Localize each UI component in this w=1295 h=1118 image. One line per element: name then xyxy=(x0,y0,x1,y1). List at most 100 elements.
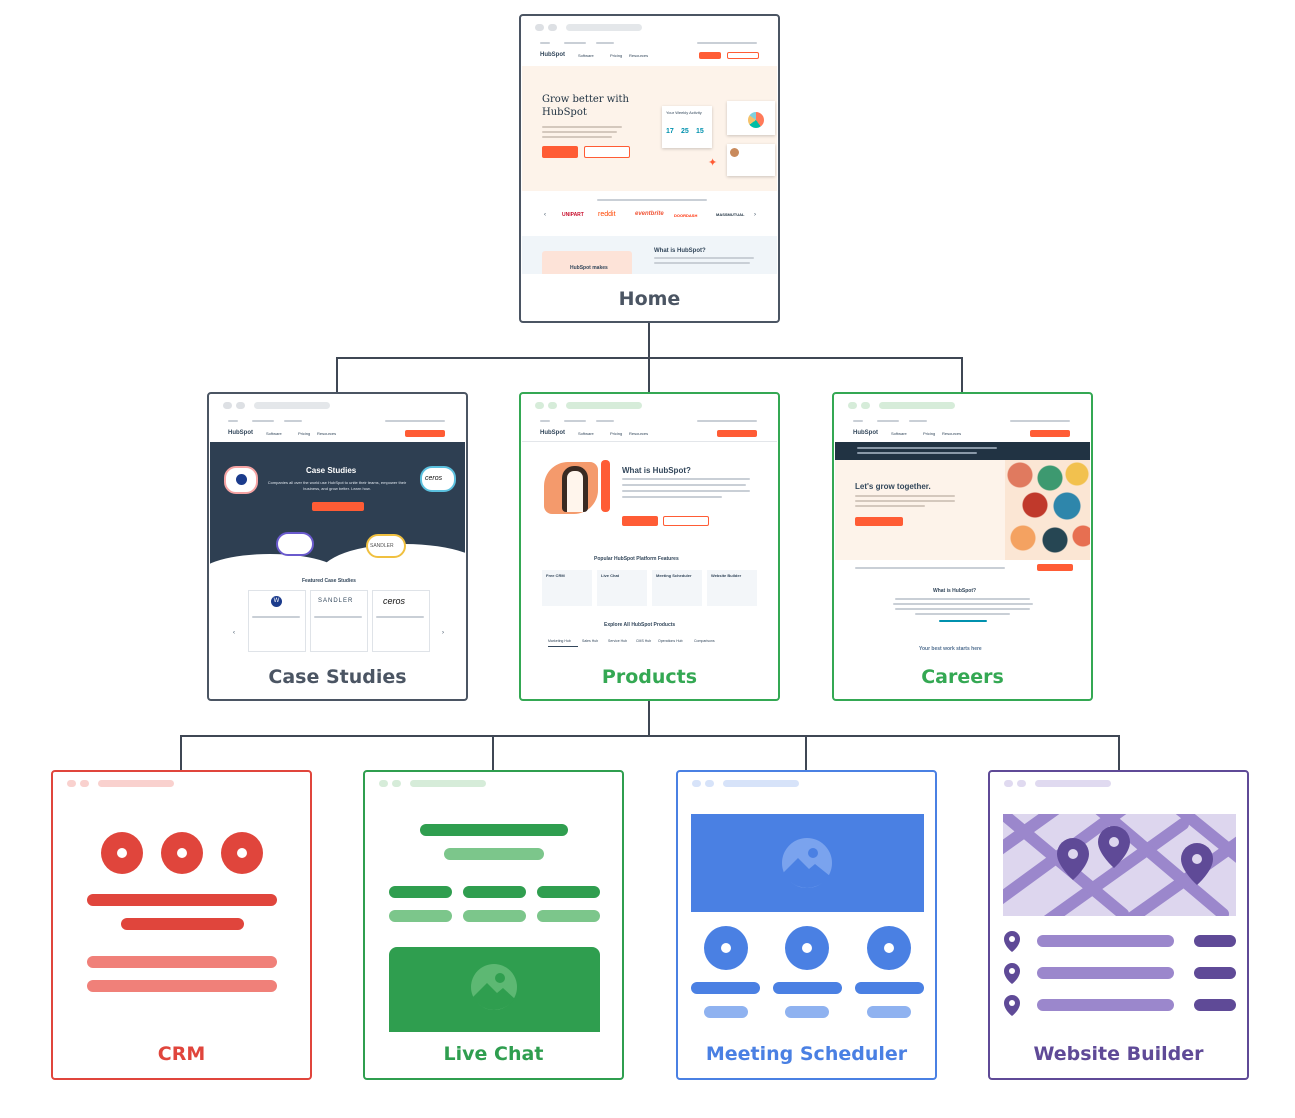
image-icon xyxy=(471,964,517,1010)
browser-chrome xyxy=(834,394,1091,416)
products-page-node[interactable]: HubSpot Software Pricing Resources What … xyxy=(519,392,780,701)
browser-chrome xyxy=(521,16,778,38)
live-chat-label: Live Chat xyxy=(443,1043,544,1065)
text-bar xyxy=(87,980,277,992)
connector-level3-horizontal xyxy=(180,735,1120,737)
person-image xyxy=(562,466,588,512)
chevron-left-icon: ‹ xyxy=(544,212,546,218)
connector-website-builder xyxy=(1118,735,1120,771)
meeting-scheduler-label: Meeting Scheduler xyxy=(705,1043,908,1065)
browser-chrome xyxy=(209,394,466,416)
text-bar xyxy=(463,886,526,898)
text-bar xyxy=(691,982,760,994)
home-logo: HubSpot xyxy=(540,52,565,58)
browser-chrome xyxy=(990,772,1247,794)
text-bar xyxy=(855,982,924,994)
title-bar xyxy=(87,894,277,906)
subtitle-bar xyxy=(444,848,544,860)
text-bar xyxy=(1037,935,1174,947)
text-bar xyxy=(389,910,452,922)
home-cta-free xyxy=(584,146,630,158)
circle-logo-icon xyxy=(236,474,247,485)
careers-label: Careers xyxy=(921,666,1004,688)
avatar xyxy=(730,148,739,157)
location-pin-icon xyxy=(1004,931,1020,952)
case-studies-label: Case Studies xyxy=(268,666,407,688)
home-page-node[interactable]: HubSpot Software Pricing Resources Grow … xyxy=(519,14,780,323)
record-circle-icon xyxy=(101,832,143,874)
chevron-left-icon: ‹ xyxy=(233,630,235,636)
logo-massmutual: MASSMUTUAL xyxy=(716,212,745,217)
title-bar xyxy=(420,824,568,836)
connector-products xyxy=(648,357,650,393)
image-placeholder xyxy=(389,947,600,1032)
connector-live-chat xyxy=(492,735,494,771)
live-chat-page-node[interactable]: Live Chat xyxy=(363,770,624,1080)
careers-screenshot: HubSpot Software Pricing Resources Let's… xyxy=(835,414,1090,652)
logo-badge-green xyxy=(276,532,314,556)
text-bar xyxy=(867,1006,911,1018)
location-pin-icon xyxy=(1004,995,1020,1016)
case-studies-page-node[interactable]: HubSpot Software Pricing Resources Case … xyxy=(207,392,468,701)
logo-doordash: DOORDASH xyxy=(674,213,698,218)
text-bar xyxy=(785,1006,829,1018)
map-image xyxy=(1003,814,1236,916)
text-bar xyxy=(389,886,452,898)
home-cta-demo xyxy=(542,146,578,158)
connector-careers xyxy=(961,357,963,393)
map-icon xyxy=(1003,814,1236,916)
record-circle-icon xyxy=(785,926,829,970)
location-pin-icon xyxy=(1004,963,1020,984)
donut-chart-icon xyxy=(748,112,764,128)
team-photo-grid xyxy=(1005,460,1090,560)
careers-page-node[interactable]: HubSpot Software Pricing Resources Let's… xyxy=(832,392,1093,701)
connector-meeting-scheduler xyxy=(805,735,807,771)
chevron-right-icon: › xyxy=(442,630,444,636)
meeting-scheduler-page-node[interactable]: Meeting Scheduler xyxy=(676,770,937,1080)
browser-chrome xyxy=(521,394,778,416)
logo-w: W xyxy=(271,596,282,607)
home-label: Home xyxy=(618,288,681,310)
record-circle-icon xyxy=(867,926,911,970)
logo-badge-sandler xyxy=(366,534,406,558)
text-bar xyxy=(1194,967,1236,979)
careers-hero-title: Let's grow together. xyxy=(855,482,931,491)
text-bar xyxy=(537,886,600,898)
text-bar xyxy=(1037,999,1174,1011)
logo-unipart: UNIPART xyxy=(562,212,584,218)
record-circle-icon xyxy=(161,832,203,874)
text-bar xyxy=(1037,967,1174,979)
crm-page-node[interactable]: CRM xyxy=(51,770,312,1080)
products-screenshot: HubSpot Software Pricing Resources What … xyxy=(522,414,777,652)
logo-reddit: reddit xyxy=(598,211,616,218)
products-hero-title: What is HubSpot? xyxy=(622,466,691,475)
subtitle-bar xyxy=(121,918,244,930)
text-bar xyxy=(463,910,526,922)
website-builder-label: Website Builder xyxy=(1033,1043,1204,1065)
case-studies-screenshot: HubSpot Software Pricing Resources Case … xyxy=(210,414,465,652)
record-circle-icon xyxy=(704,926,748,970)
sparkle-icon: ✦ xyxy=(708,157,718,169)
logo-eventbrite: eventbrite xyxy=(635,211,664,217)
home-hero-title: Grow better with HubSpot xyxy=(542,94,629,118)
connector-home-down xyxy=(648,322,650,359)
chevron-right-icon: › xyxy=(754,212,756,218)
browser-chrome xyxy=(365,772,622,794)
browser-chrome xyxy=(678,772,935,794)
case-studies-hero-title: Case Studies xyxy=(306,466,357,475)
connector-crm xyxy=(180,735,182,771)
image-icon xyxy=(782,838,832,888)
record-circle-icon xyxy=(221,832,263,874)
website-builder-page-node[interactable]: Website Builder xyxy=(988,770,1249,1080)
connector-products-down xyxy=(648,700,650,737)
text-bar xyxy=(773,982,842,994)
crm-label: CRM xyxy=(157,1043,206,1065)
text-bar xyxy=(704,1006,748,1018)
banner-image xyxy=(691,814,924,912)
text-bar xyxy=(87,956,277,968)
products-label: Products xyxy=(601,666,698,688)
browser-chrome xyxy=(53,772,310,794)
text-bar xyxy=(1194,935,1236,947)
home-screenshot: HubSpot Software Pricing Resources Grow … xyxy=(522,36,777,274)
text-bar xyxy=(1194,999,1236,1011)
